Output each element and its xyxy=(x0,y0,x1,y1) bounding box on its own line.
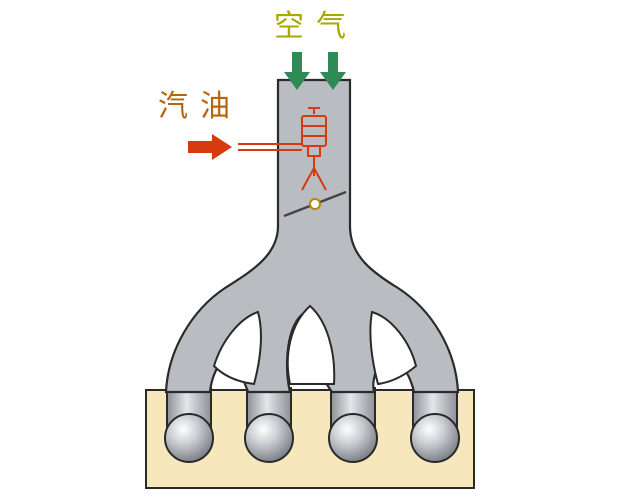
cylinder-port-4 xyxy=(410,413,460,463)
manifold-gap-1 xyxy=(212,310,262,386)
fuel-injector-icon xyxy=(301,107,327,191)
cylinder-port-1 xyxy=(164,413,214,463)
arrow-right-icon xyxy=(188,134,232,160)
cylinder-port-3 xyxy=(328,413,378,463)
fuel-label: 汽油 xyxy=(158,89,242,124)
manifold-gap-3 xyxy=(369,310,418,386)
manifold-gap-2 xyxy=(286,304,336,385)
arrow-down-icon xyxy=(284,52,310,90)
throttle-valve-icon xyxy=(283,190,347,218)
fuel-feed-line xyxy=(238,143,302,151)
cylinder-port-2 xyxy=(244,413,294,463)
arrow-down-icon xyxy=(320,52,346,90)
air-label: 空气 xyxy=(274,9,358,44)
